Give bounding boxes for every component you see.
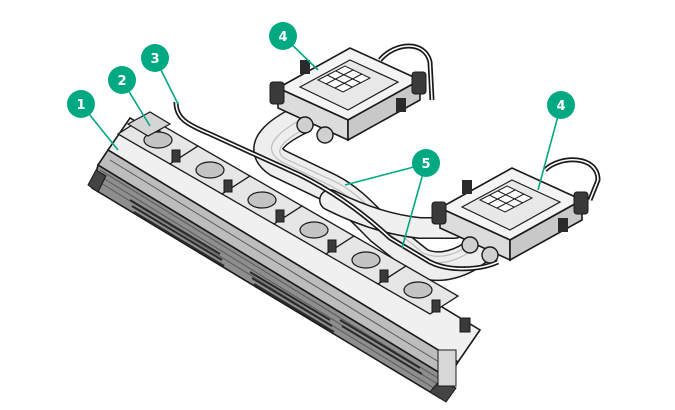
callout-5: 5 — [412, 149, 440, 177]
radiator-grille — [129, 199, 423, 375]
callout-3: 3 — [141, 44, 169, 72]
callout-1: 1 — [67, 90, 95, 118]
callout-4-right: 4 — [547, 91, 575, 119]
cold-plate-grid — [478, 185, 534, 213]
callout-5-label: 5 — [421, 157, 430, 172]
callout-4-right-label: 4 — [556, 99, 565, 114]
callout-3-label: 3 — [150, 52, 159, 67]
cold-plate-left — [269, 47, 427, 144]
callout-2-label: 2 — [117, 74, 126, 89]
cold-plate-grid — [316, 65, 372, 93]
callout-1-label: 1 — [76, 98, 85, 113]
callout-4-left: 4 — [269, 22, 297, 50]
tube — [173, 43, 601, 272]
callout-2: 2 — [108, 66, 136, 94]
pump — [116, 111, 471, 333]
callout-4-left-label: 4 — [278, 30, 287, 45]
cold-plate-right — [431, 167, 589, 264]
